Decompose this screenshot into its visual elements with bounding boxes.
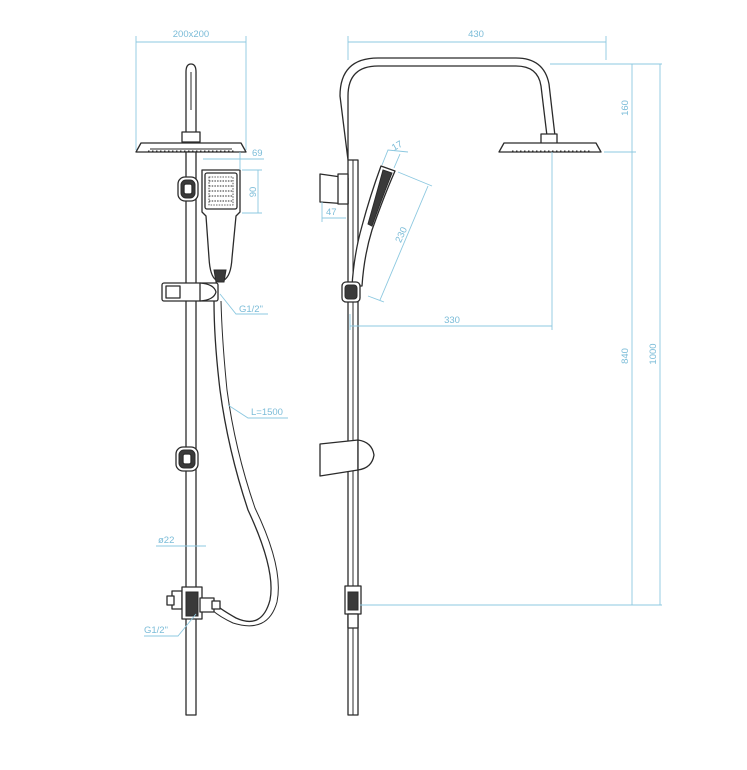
side-top-holder	[319, 173, 349, 205]
dim-rail-diameter: ø22	[158, 535, 174, 546]
front-shower-head	[135, 131, 247, 153]
front-handset-holder	[177, 176, 199, 202]
dim-arm-drop: 160	[620, 100, 631, 116]
side-hand-shower	[351, 165, 396, 287]
dimension-lines-front	[135, 36, 288, 637]
dim-inlet-connection: G1/2"	[144, 625, 168, 636]
dim-handset-width: 69	[252, 148, 263, 159]
side-lower-holder	[319, 439, 375, 477]
front-middle-holder	[175, 446, 199, 472]
dim-head-projection: 330	[444, 315, 460, 326]
dim-head-size: 200x200	[173, 29, 209, 40]
front-diverter	[166, 586, 221, 620]
side-diverter	[344, 585, 362, 629]
dim-head-height: 840	[620, 348, 631, 364]
front-slide-bracket	[161, 282, 219, 302]
dim-hose-length: L=1500	[251, 407, 283, 418]
dim-handset-thickness: 17	[390, 139, 405, 154]
dim-handset-height: 90	[248, 187, 259, 198]
side-shower-head	[498, 133, 602, 153]
dim-holder-depth: 47	[326, 207, 337, 218]
front-main-rail	[185, 151, 197, 716]
dim-total-height: 1000	[648, 343, 659, 364]
front-view	[135, 63, 279, 716]
front-hose	[213, 300, 272, 623]
dim-arm-length: 430	[468, 29, 484, 40]
dim-handset-length: 230	[393, 226, 409, 245]
front-hand-shower	[201, 169, 241, 283]
side-view	[319, 57, 602, 716]
dimension-lines-side	[321, 36, 662, 606]
dim-hose-connection-upper: G1/2"	[239, 304, 263, 315]
side-slide-holder	[341, 281, 361, 303]
